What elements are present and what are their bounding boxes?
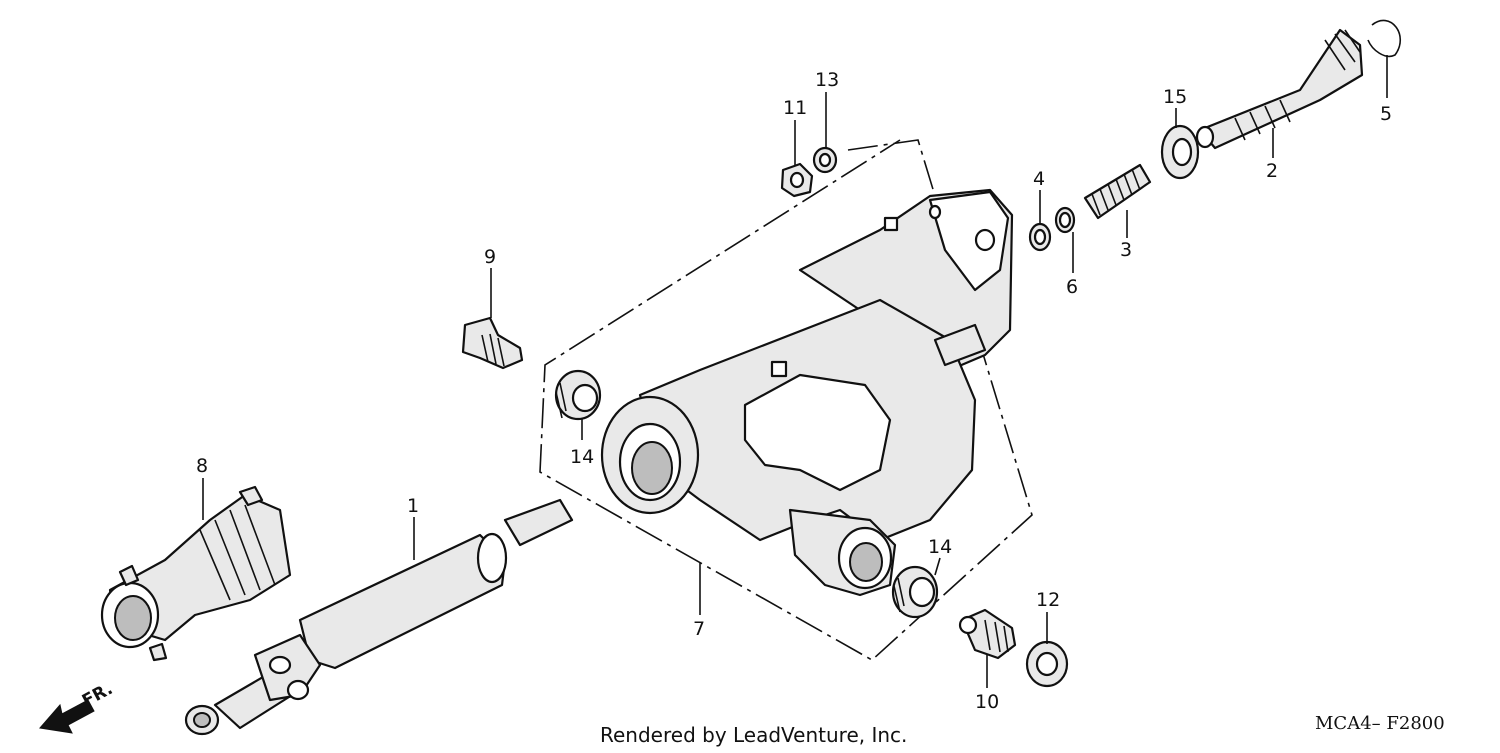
washer-4-part[interactable]: [1028, 222, 1052, 252]
callout-14a: 14: [570, 446, 594, 468]
assembly-boundary: [539, 139, 1033, 661]
boot-part[interactable]: [100, 485, 292, 662]
front-arrow-icon: [39, 699, 95, 734]
collar-15-part[interactable]: [1160, 124, 1200, 180]
final-driven-shaft-2-part[interactable]: [1195, 28, 1364, 150]
callout-15: 15: [1163, 86, 1187, 108]
swingarm-part[interactable]: [600, 188, 1014, 597]
callout-4: 4: [1033, 168, 1045, 190]
washer-6-part[interactable]: [1054, 206, 1076, 234]
callout-2: 2: [1266, 160, 1278, 182]
circlip-5-part[interactable]: [1367, 19, 1402, 58]
callout-10: 10: [975, 691, 999, 713]
pivot-bolt-9-part[interactable]: [461, 316, 524, 370]
bearing-14a-part[interactable]: [554, 369, 602, 421]
render-credit: Rendered by LeadVenture, Inc.: [600, 723, 907, 747]
spring-3-part[interactable]: [1083, 163, 1152, 220]
pivot-bolt-10-part[interactable]: [958, 608, 1017, 660]
washer-13-part[interactable]: [812, 146, 838, 174]
callout-14b: 14: [928, 536, 952, 558]
callout-8: 8: [196, 455, 208, 477]
diagram-code: MCA4– F2800: [1315, 713, 1445, 734]
callout-13: 13: [815, 69, 839, 91]
lock-nut-12-part[interactable]: [1025, 640, 1069, 688]
callout-1: 1: [407, 495, 419, 517]
callout-6: 6: [1066, 276, 1078, 298]
bearing-14b-part[interactable]: [891, 565, 939, 619]
leader-lines: [202, 55, 1388, 688]
nut-11-part[interactable]: [780, 162, 814, 198]
drive-shaft-part[interactable]: [184, 498, 574, 736]
callout-12: 12: [1036, 589, 1060, 611]
callout-3: 3: [1120, 239, 1132, 261]
callout-5: 5: [1380, 103, 1392, 125]
callout-11: 11: [783, 97, 807, 119]
callout-7: 7: [693, 618, 705, 640]
callout-9: 9: [484, 246, 496, 268]
